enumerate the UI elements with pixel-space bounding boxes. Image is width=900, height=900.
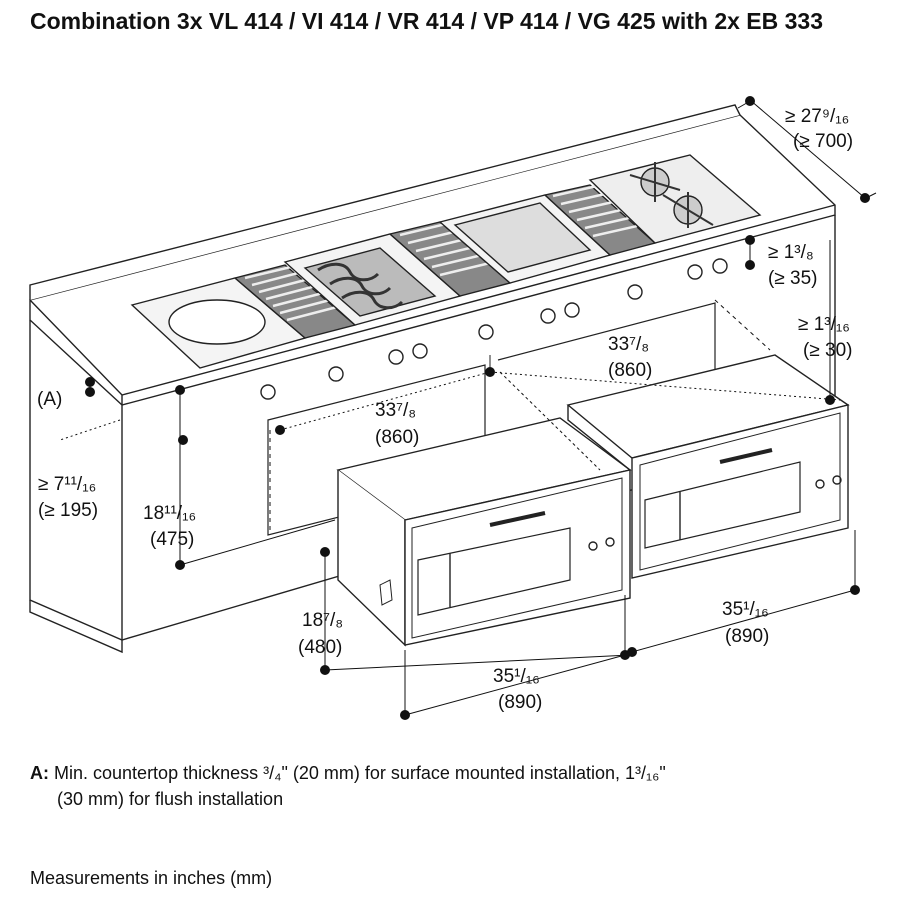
dim-niche-height-value: 18¹¹/₁₆: [143, 503, 196, 524]
dimension-endpoints: [85, 96, 870, 720]
note-line-2: (30 mm) for flush installation: [57, 789, 284, 809]
dim-drawer-depth-value: 18⁷/₈: [302, 610, 343, 631]
dim-rear-offset-mm: (≥ 35): [768, 268, 818, 289]
note-line-1: Min. countertop thickness ³/₄" (20 mm) f…: [54, 763, 666, 783]
dim-depth-rear-value: ≥ 27⁹/₁₆: [785, 106, 849, 127]
gas-wok-module: [588, 154, 762, 244]
note-label: A:: [30, 763, 49, 783]
dim-cutout-right-mm: (860): [608, 360, 652, 381]
dim-drawer-width-right-mm: (890): [725, 626, 769, 647]
dim-drawer-width-left-mm: (890): [498, 692, 542, 713]
control-knobs: [260, 258, 728, 400]
diagram-title: Combination 3x VL 414 / VI 414 / VR 414 …: [30, 8, 824, 34]
dim-below-counter-mm: (≥ 195): [38, 500, 98, 521]
dim-gap-mm: (≥ 30): [803, 340, 853, 361]
dim-cutout-right-value: 33⁷/₈: [608, 334, 649, 355]
dim-drawer-width-right-value: 35¹/₁₆: [722, 599, 769, 620]
countertop-note: A: Min. countertop thickness ³/₄" (20 mm…: [30, 760, 880, 812]
drawer-handle: [719, 448, 773, 464]
dim-gap-value: ≥ 1³/₁₆: [798, 314, 850, 335]
dim-cutout-left-value: 33⁷/₈: [375, 400, 416, 421]
dim-cutout-left-mm: (860): [375, 427, 419, 448]
teppanyaki-module: [438, 194, 612, 284]
dim-drawer-depth-mm: (480): [298, 637, 342, 658]
dim-depth-rear-mm: (≥ 700): [793, 131, 853, 152]
backsplash: [29, 104, 741, 300]
warming-drawer-right: [566, 354, 850, 579]
warming-drawer-left: [336, 417, 632, 647]
dim-drawer-width-left-value: 35¹/₁₆: [493, 666, 540, 687]
drawer-handle: [489, 511, 546, 527]
countertop-label: (A): [37, 389, 62, 410]
wok-ring: [168, 299, 266, 345]
grill-module: [283, 233, 462, 326]
dim-below-counter-value: ≥ 7¹¹/₁₆: [38, 474, 96, 495]
induction-wok-module: [130, 277, 307, 369]
dim-rear-offset-value: ≥ 1³/₈: [768, 242, 814, 263]
dim-niche-height-mm: (475): [150, 529, 194, 550]
units-note: Measurements in inches (mm): [30, 868, 273, 888]
